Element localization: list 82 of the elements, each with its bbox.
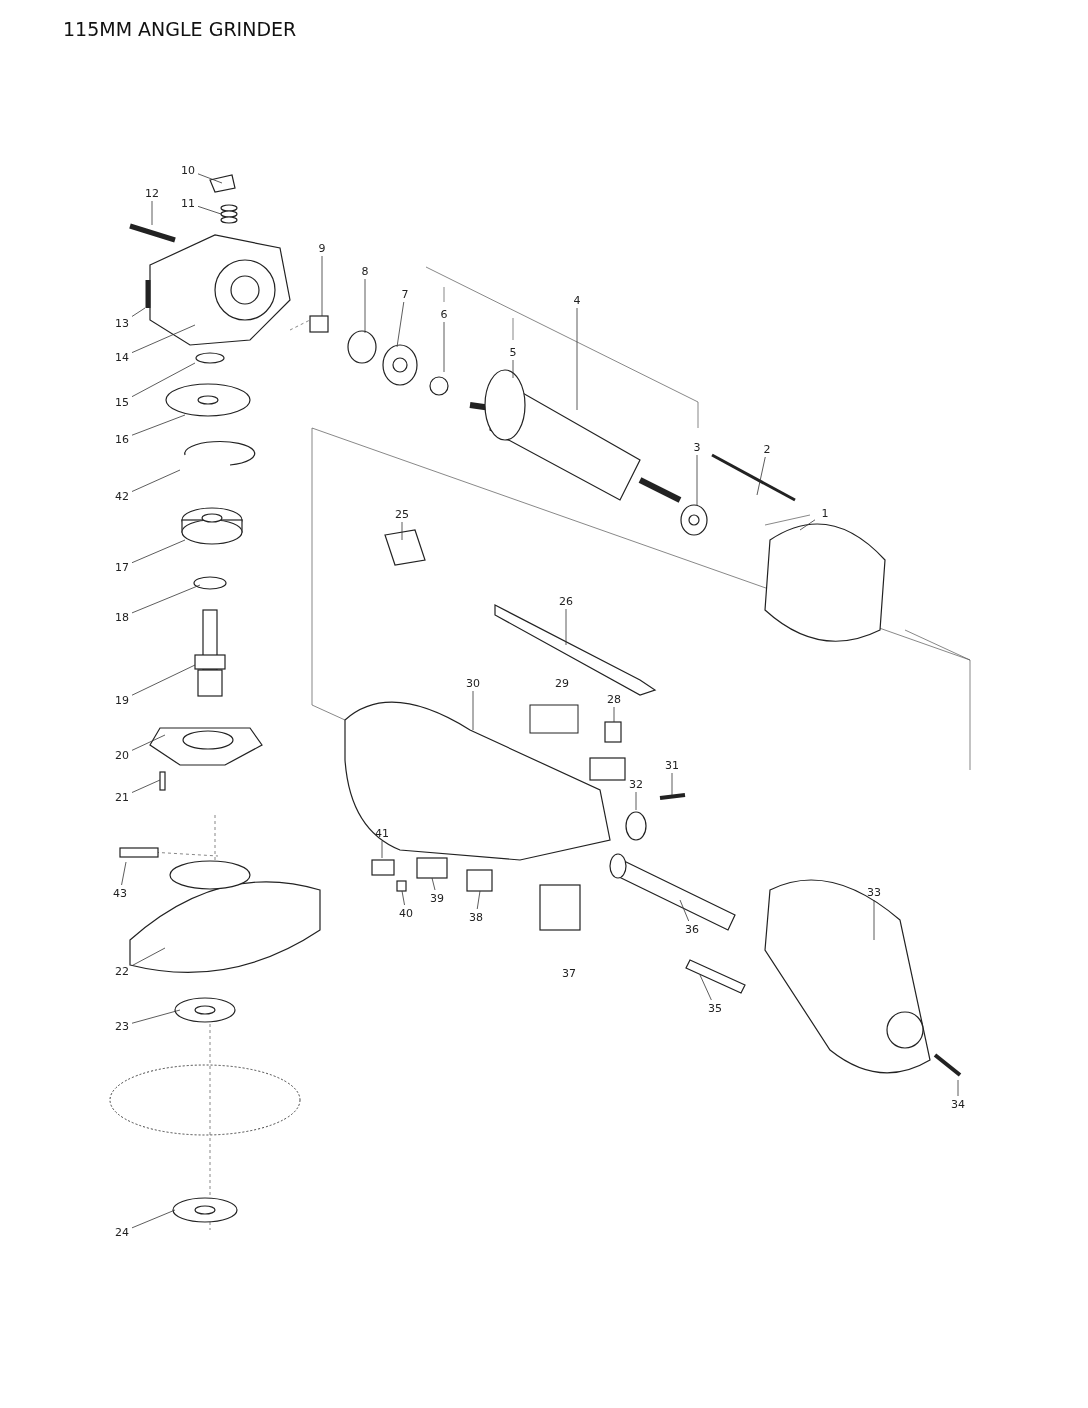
callout-number: 12 (145, 187, 159, 199)
leader-line (131, 664, 196, 696)
leader-line (131, 1209, 176, 1229)
callout-number: 35 (708, 1002, 722, 1014)
callout-number: 30 (466, 677, 480, 689)
title: 115MM ANGLE GRINDER (63, 18, 297, 40)
leader-line (512, 359, 514, 379)
callout-number: 16 (115, 433, 129, 445)
leader-line (679, 899, 690, 922)
leader-line (401, 521, 403, 541)
leader-line (756, 456, 766, 496)
callout-number: 3 (693, 441, 701, 453)
leader-line (131, 469, 181, 492)
leader-line (401, 890, 405, 906)
callout-number: 24 (115, 1226, 129, 1238)
leader-line (396, 301, 405, 348)
callout-number: 38 (469, 911, 483, 923)
callout-number: 39 (430, 892, 444, 904)
leader-line (131, 734, 166, 751)
leader-line (799, 519, 816, 531)
leader-line (131, 414, 186, 436)
callout-number: 5 (509, 346, 517, 358)
callout-number: 23 (115, 1020, 129, 1032)
leader-line (565, 608, 567, 646)
callout-number: 29 (555, 677, 569, 689)
leader-line (131, 324, 196, 353)
leader-line (131, 1009, 181, 1024)
leader-line (197, 205, 222, 215)
leader-line (121, 861, 127, 886)
callout-number: 1 (821, 507, 829, 519)
leader-line (443, 321, 445, 373)
leader-line (364, 278, 366, 334)
leader-line (613, 706, 615, 723)
leader-line (699, 974, 712, 1001)
callout-number: 17 (115, 561, 129, 573)
leader-line (131, 584, 201, 614)
callout-number: 21 (115, 791, 129, 803)
callout-number: 25 (395, 508, 409, 520)
callout-number: 26 (559, 595, 573, 607)
leader-line (576, 307, 578, 411)
callout-number: 15 (115, 396, 129, 408)
callout-number: 31 (665, 759, 679, 771)
callout-number: 43 (113, 887, 127, 899)
leader-line (131, 779, 161, 793)
leader-line (321, 255, 323, 317)
leader-line (472, 690, 474, 731)
callout-number: 22 (115, 965, 129, 977)
callout-number: 11 (181, 197, 195, 209)
callout-number: 19 (115, 694, 129, 706)
callout-number: 20 (115, 749, 129, 761)
callout-number: 10 (181, 164, 195, 176)
callout-number: 33 (867, 886, 881, 898)
callout-number: 13 (115, 317, 129, 329)
callout-number: 32 (629, 778, 643, 790)
callout-number: 36 (685, 923, 699, 935)
callout-number: 18 (115, 611, 129, 623)
leader-line (151, 200, 153, 226)
callout-number: 34 (951, 1098, 965, 1110)
leader-line (197, 173, 223, 184)
leader-line (381, 840, 383, 859)
callout-number: 4 (573, 294, 581, 306)
callout-number: 40 (399, 907, 413, 919)
leader-line (476, 890, 481, 910)
callout-number: 37 (562, 967, 576, 979)
callout-number: 6 (440, 308, 448, 320)
callout-number: 7 (401, 288, 409, 300)
leader-line (131, 539, 186, 564)
callout-number: 42 (115, 490, 129, 502)
callout-number: 28 (607, 693, 621, 705)
callout-number: 41 (375, 827, 389, 839)
callout-number: 2 (763, 443, 771, 455)
leader-line (671, 772, 673, 796)
leader-line (957, 1079, 959, 1097)
leader-line (635, 791, 637, 811)
callout-number: 14 (115, 351, 129, 363)
leader-line (431, 877, 436, 891)
leader-line (696, 454, 698, 506)
leader-line (873, 899, 875, 941)
callout-number: 8 (361, 265, 369, 277)
leader-line (131, 307, 146, 317)
leader-line (131, 362, 196, 398)
callout-number: 9 (318, 242, 326, 254)
